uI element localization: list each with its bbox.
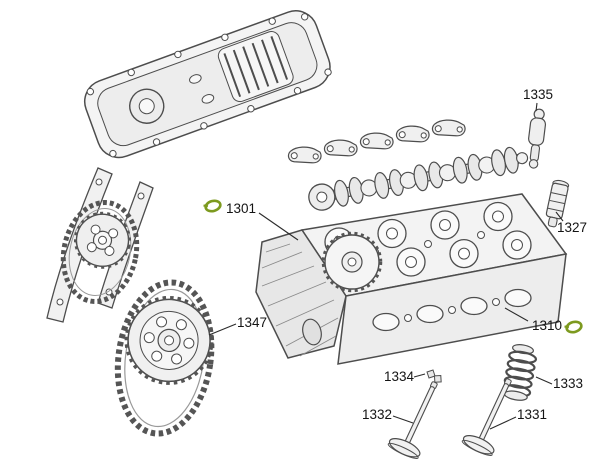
primary-timing-chain-drawing (114, 279, 215, 437)
part-label-1301: 1301 (226, 201, 256, 216)
part-label-1334: 1334 (384, 369, 415, 384)
cylinder-head-drawing (255, 193, 568, 365)
valve-left-drawing (387, 381, 438, 459)
valve-cover-bolt-holes (86, 13, 332, 158)
valve-spring-drawing (502, 344, 538, 401)
leader-line (555, 211, 564, 222)
part-label-1310: 1310 (532, 318, 562, 333)
part-label-1333: 1333 (553, 376, 583, 391)
valve-right-drawing (461, 378, 512, 456)
upper-timing-chain-drawing (60, 200, 140, 304)
valve-keepers-drawing (426, 369, 442, 383)
leader-line (535, 102, 538, 112)
gasket-icon (564, 320, 583, 334)
part-label-1335: 1335 (523, 87, 553, 102)
part-label-1332: 1332 (362, 407, 392, 422)
part-label-1347: 1347 (237, 315, 267, 330)
head-front-ports (372, 288, 532, 332)
part-labels: 1335 1327 1301 1310 1347 1334 1333 1332 … (226, 87, 587, 422)
leader-lines (208, 102, 564, 430)
rocker-pivot-drawing (528, 108, 547, 169)
leader-line (392, 415, 414, 424)
part-label-1331: 1331 (517, 407, 547, 422)
leader-line (258, 212, 299, 241)
lifter-drawing (545, 179, 570, 228)
leader-line (413, 373, 426, 378)
camshaft-drawing (308, 146, 529, 211)
camshaft-sprocket-drawing (321, 231, 383, 293)
leader-line (208, 323, 237, 336)
leader-line (535, 376, 553, 385)
gasket-icon (203, 199, 222, 213)
leader-line (504, 307, 529, 322)
leader-line (489, 416, 517, 430)
valve-cover-drawing (84, 10, 332, 159)
rocker-arms-drawing (286, 116, 467, 168)
part-label-1327: 1327 (557, 220, 587, 235)
